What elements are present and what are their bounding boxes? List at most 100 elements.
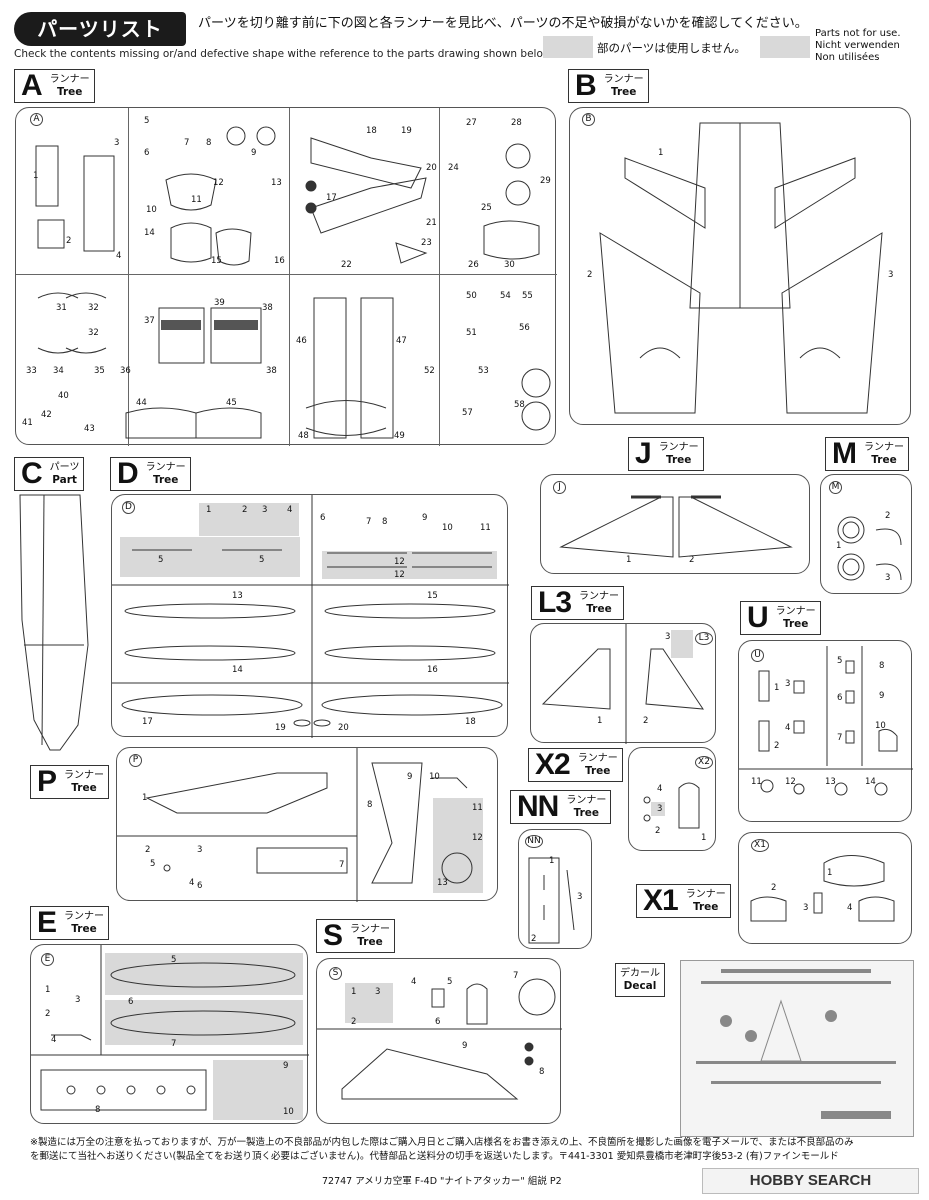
part-number: 1: [774, 683, 780, 693]
part-number: 30: [504, 260, 515, 270]
part-number: 2: [885, 511, 891, 521]
part-number: 2: [587, 270, 593, 280]
runner-letter: D: [117, 457, 139, 490]
instruction-en: Check the contents missing or/and defect…: [14, 48, 554, 60]
part-number: 19: [275, 723, 286, 733]
part-number: 37: [144, 316, 155, 326]
part-number: 6: [320, 513, 326, 523]
part-number: 8: [539, 1067, 545, 1077]
unused-area: [213, 1060, 303, 1120]
part-number: 4: [847, 903, 853, 913]
part-number: 45: [226, 398, 237, 408]
part-number: 2: [66, 236, 72, 246]
part-number: 3: [803, 903, 809, 913]
decal-en: Decal: [623, 980, 657, 992]
runner-j-circle-label: J: [553, 481, 566, 494]
part-number: 4: [657, 784, 663, 794]
part-number: 39: [214, 298, 225, 308]
part-number: 2: [351, 1017, 357, 1027]
runner-jp: パーツ: [49, 462, 80, 473]
part-number: 2: [531, 934, 537, 944]
part-number: 15: [211, 256, 222, 266]
part-number: 1: [827, 868, 833, 878]
unused-area: [651, 802, 665, 816]
runner-en: Tree: [692, 901, 719, 913]
part-number: 9: [462, 1041, 468, 1051]
part-number: 12: [213, 178, 224, 188]
part-number: 14: [144, 228, 155, 238]
part-number: 10: [146, 205, 157, 215]
runner-u-parts-drawing: [739, 646, 913, 796]
part-number: 50: [466, 291, 477, 301]
runner-en: Tree: [871, 454, 897, 466]
part-number: 27: [466, 118, 477, 128]
part-number: 41: [22, 418, 33, 428]
part-number: 12: [785, 777, 796, 787]
unused-swatch: [543, 36, 593, 58]
part-number: 2: [689, 555, 695, 565]
divider: [16, 274, 557, 275]
runner-letter: L3: [538, 586, 572, 619]
part-number: 40: [58, 391, 69, 401]
runner-jp: ランナー: [864, 442, 904, 453]
part-number: 1: [45, 985, 51, 995]
part-number: 49: [394, 431, 405, 441]
part-number: 3: [375, 987, 381, 997]
runner-j-frame: J 1 2: [540, 474, 810, 574]
part-number: 3: [888, 270, 894, 280]
part-number: 10: [875, 721, 886, 731]
unused-area: [105, 1000, 303, 1045]
runner-a-frame: A 1: [15, 107, 557, 446]
legend-en-line: Parts not for use.: [815, 28, 901, 39]
part-number: 17: [142, 717, 153, 727]
part-number: 38: [262, 303, 273, 313]
decal-sheet-drawing: [696, 969, 896, 1119]
part-number: 54: [500, 291, 511, 301]
runner-nn-frame: NN 1 2 3: [518, 829, 592, 949]
runner-en: Tree: [665, 454, 692, 466]
runner-letter: P: [37, 765, 57, 798]
runner-letter: X2: [535, 748, 571, 781]
part-number: 3: [665, 632, 671, 642]
runner-letter: M: [832, 437, 857, 470]
part-number: 3: [785, 679, 791, 689]
part-number: 4: [287, 505, 293, 515]
part-number: 1: [351, 987, 357, 997]
part-number: 5: [150, 859, 156, 869]
runner-letter: A: [21, 69, 43, 102]
part-number: 1: [33, 171, 39, 181]
runner-b-parts-drawing: [599, 122, 883, 414]
part-number: 13: [825, 777, 836, 787]
part-number: 28: [511, 118, 522, 128]
part-number: 1: [836, 541, 842, 551]
runner-en: Part: [52, 474, 77, 486]
part-number: 46: [296, 336, 307, 346]
part-number: 31: [56, 303, 67, 313]
divider: [289, 108, 290, 446]
runner-en: Tree: [610, 86, 637, 98]
runner-letter: NN: [517, 790, 559, 823]
unused-area: [671, 630, 693, 658]
runner-p-frame: P 1 2 3 4 5 6 7 8 9 10 11 12 13: [116, 747, 498, 902]
part-number: 9: [283, 1061, 289, 1071]
runner-en: Tree: [71, 782, 97, 794]
part-number: 35: [94, 366, 105, 376]
runner-d-frame: D 1 2 3 4 5 5 6 7 8 9 10 11 12 12 13 14 …: [111, 494, 509, 738]
runner-p-parts-drawing: [117, 748, 473, 902]
runner-jp: ランナー: [49, 74, 90, 85]
part-number: 2: [145, 845, 151, 855]
part-number: 38: [266, 366, 277, 376]
unused-area: [345, 983, 393, 1023]
instruction-jp: パーツを切り離す前に下の図と各ランナーを見比べ、パーツの不足や破損がないかを確認…: [198, 16, 808, 31]
part-number: 44: [136, 398, 147, 408]
part-c-fuselage-drawing: [19, 494, 89, 751]
part-number: 7: [837, 733, 843, 743]
runner-l3-parts-drawing: [541, 624, 704, 744]
legend-de-line: Nicht verwenden: [815, 40, 900, 51]
page-credit: 72747 アメリカ空軍 F-4D "ナイトアタッカー" 組説 P2: [322, 1176, 562, 1187]
runner-x2-frame: X2 1 2 3 4: [628, 747, 716, 851]
